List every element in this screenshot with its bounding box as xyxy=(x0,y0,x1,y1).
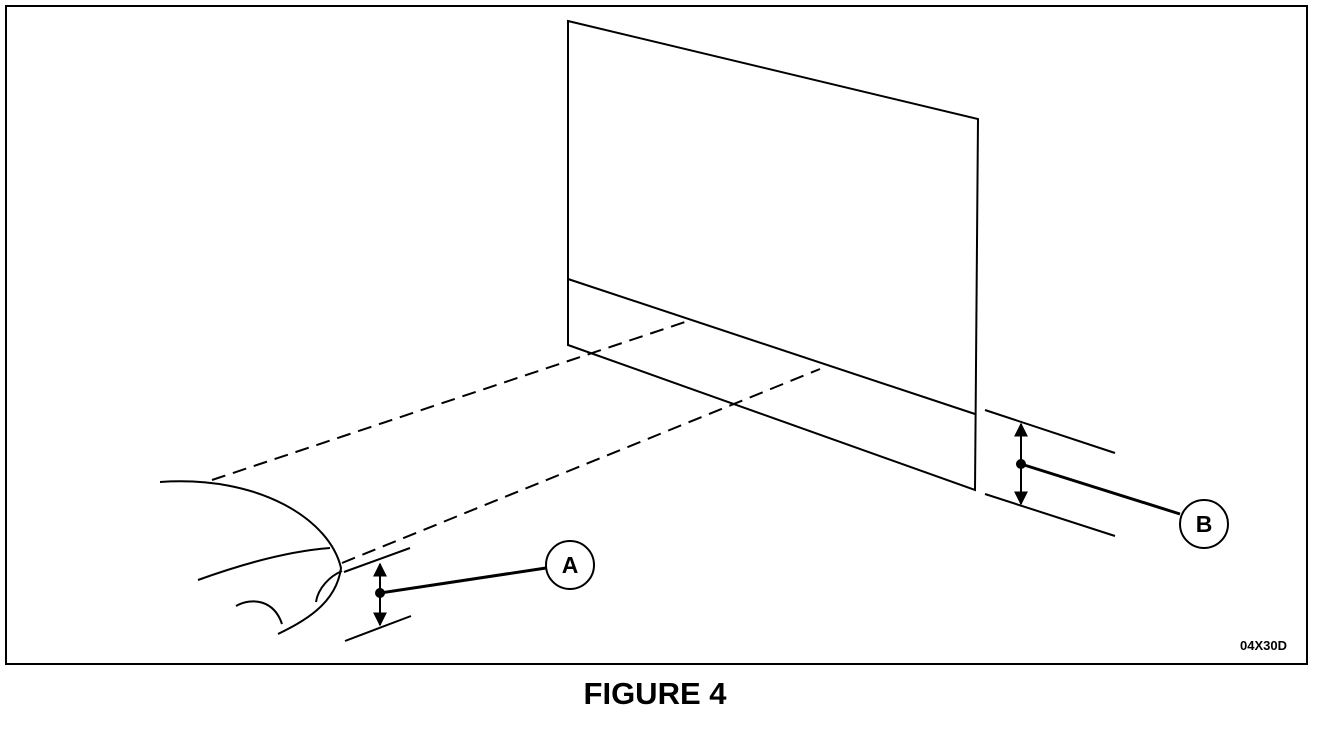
dimension-a xyxy=(343,547,547,642)
callout-a-circle xyxy=(545,540,595,590)
leader-line-a xyxy=(379,566,547,595)
vehicle-front xyxy=(159,480,343,635)
callout-b-circle xyxy=(1179,499,1229,549)
headlamp-curve xyxy=(315,570,343,603)
figure-code: 04X30D xyxy=(1240,638,1287,653)
screen-horizon-line xyxy=(567,278,976,415)
callout-a-label: A xyxy=(562,552,579,578)
dimension-a-top-line xyxy=(343,547,411,573)
callout-b-label: B xyxy=(1196,511,1213,537)
dimension-b xyxy=(984,409,1181,537)
dimension-a-dot xyxy=(375,588,385,598)
dimension-b-bottom-line xyxy=(984,493,1116,537)
vehicle-body-line xyxy=(197,547,331,581)
lower-projection-line xyxy=(341,368,821,564)
callout-b: B xyxy=(1179,499,1229,549)
dimension-a-bottom-line xyxy=(344,615,412,642)
aiming-screen xyxy=(567,19,980,492)
vehicle-hood-curve xyxy=(159,480,343,635)
figure-frame xyxy=(5,5,1308,665)
dimension-b-dot xyxy=(1016,459,1026,469)
screen-outline xyxy=(567,19,980,492)
dimension-b-top-line xyxy=(984,409,1116,454)
callout-a: A xyxy=(545,540,595,590)
leader-line-b xyxy=(1020,462,1181,516)
figure-caption: FIGURE 4 xyxy=(583,676,727,711)
vehicle-wheel-arc xyxy=(235,600,283,625)
upper-projection-line xyxy=(211,320,689,481)
projection-lines xyxy=(211,320,821,564)
